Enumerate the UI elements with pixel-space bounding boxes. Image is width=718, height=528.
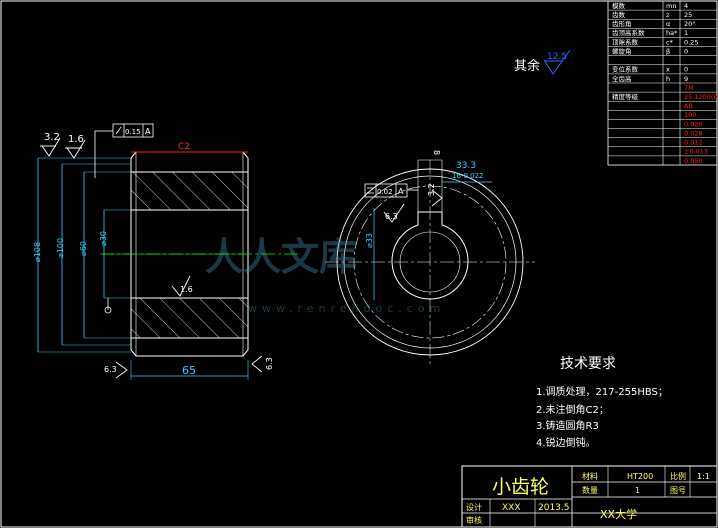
- dia-root-label: ⌀100: [56, 238, 65, 258]
- roughness-3-2-left: 3.2: [40, 132, 61, 157]
- dia-outer-label: ⌀108: [33, 242, 42, 262]
- keyway-width-label: 8: [432, 150, 441, 155]
- param-row-value: 9: [684, 75, 688, 83]
- scale-label: 比例: [670, 471, 686, 481]
- designer-value: XXX: [502, 503, 521, 513]
- svg-text:1.6: 1.6: [180, 285, 193, 294]
- param-row-label: 螺旋角: [612, 46, 632, 55]
- roughness-face-left: 6.3: [104, 361, 128, 379]
- param-row-label: 变位系数: [612, 65, 639, 74]
- param-row-label: 齿顶高系数: [612, 28, 645, 37]
- other-roughness-note: 其余 12.5: [514, 49, 571, 75]
- param-row-value: 0.012: [684, 139, 703, 147]
- tech-req-item-3: 3.铸造圆角R3: [536, 419, 599, 432]
- tech-req-item-2: 2.未注倒角C2；: [536, 403, 609, 416]
- tech-req-item-1: 1.调质处理，217-255HBS；: [536, 386, 668, 398]
- param-row-value: 0.020: [684, 120, 703, 128]
- keyway-depth-label: 33.3: [456, 161, 476, 171]
- param-row-value: 25: [684, 11, 692, 19]
- gear-section-view: C2 ⌀108 ⌀100 ⌀60 ⌀30 65 3.2: [33, 123, 300, 380]
- roughness-bore: 1.6: [171, 275, 193, 297]
- param-row-symbol: c*: [666, 38, 674, 46]
- param-row-value: 25.1200(0.001): [684, 93, 718, 101]
- param-row-value: 7M: [684, 84, 694, 92]
- chamfer-label: C2: [178, 142, 190, 152]
- param-row-label: 齿数: [612, 10, 626, 19]
- param-row-value: 0: [684, 66, 688, 74]
- svg-text:3.2: 3.2: [427, 183, 436, 196]
- param-row-symbol: ha*: [666, 29, 678, 37]
- checker-label: 审核: [466, 515, 482, 525]
- keyway-tolerance-label: 16-0.022: [452, 172, 483, 180]
- other-roughness-label: 其余: [514, 58, 540, 74]
- roughness-key-bottom: 6.3: [383, 203, 405, 223]
- runout-tolerance-frame: 0.15 A: [94, 123, 154, 178]
- qty-label: 数量: [582, 485, 598, 495]
- svg-text:0.15: 0.15: [125, 128, 141, 136]
- gear-front-view: 8 33.3 16-0.022 0.02 A 3.2 6.3 ⌀33: [325, 150, 535, 365]
- param-row-symbol: x: [666, 66, 670, 74]
- param-row-label: 齿形角: [612, 19, 632, 28]
- design-date: 2013.5: [538, 503, 570, 513]
- dia-bore-label: ⌀30: [99, 231, 108, 246]
- designer-label: 设计: [466, 502, 482, 512]
- title-block: 小齿轮 材料 HT200 比例 1:1 数量 1 图号 设计 XXX 2013.…: [461, 465, 718, 528]
- roughness-key-side: 3.2: [427, 183, 443, 207]
- param-row-symbol: β: [666, 47, 670, 55]
- gear-parameter-table: 模数 mn 4 齿数 z 25 齿形角 α 20° 齿顶高系数 ha* 1 顶隙系数 c* 0.25 螺旋角 β…: [607, 0, 718, 166]
- param-row-value: AB: [684, 102, 693, 110]
- svg-text:A: A: [145, 127, 151, 136]
- roughness-face-right: 6.3: [251, 355, 274, 373]
- drawing-no-label: 图号: [670, 486, 686, 495]
- watermark: 人人文库 www.renrendoc.com: [205, 235, 445, 315]
- param-row-value: 0.028: [684, 129, 703, 137]
- width-label: 65: [182, 364, 196, 377]
- param-row-symbol: mn: [666, 2, 676, 10]
- watermark-text: 人人文库: [205, 235, 357, 279]
- param-row-value: 20°: [684, 20, 696, 28]
- parallelism-tolerance-frame: 0.02 A: [364, 183, 418, 198]
- param-row-label: 全齿高: [612, 74, 632, 83]
- material-label: 材料: [582, 471, 598, 481]
- svg-text:6.3: 6.3: [385, 212, 398, 221]
- tech-req-item-4: 4.锐边倒钝。: [536, 436, 596, 449]
- school-name: XX大学: [600, 507, 637, 521]
- svg-text:A: A: [398, 187, 404, 196]
- param-row-value: 1: [684, 29, 688, 37]
- qty-value: 1: [635, 486, 640, 495]
- param-row-symbol: z: [666, 11, 670, 19]
- bore-dia-label: ⌀33: [365, 233, 374, 248]
- param-row-value: 100: [684, 111, 696, 119]
- watermark-url: www.renrendoc.com: [248, 302, 445, 315]
- svg-text:1.6: 1.6: [68, 134, 84, 145]
- technical-requirements: 技术要求 1.调质处理，217-255HBS； 2.未注倒角C2； 3.铸造圆角…: [536, 356, 668, 449]
- param-row-symbol: α: [666, 20, 670, 28]
- scale-value: 1:1: [697, 472, 710, 481]
- roughness-1-6-top: 1.6: [65, 134, 86, 159]
- param-row-value: 0.050: [684, 157, 703, 165]
- tech-req-title: 技术要求: [560, 356, 616, 372]
- material-value: HT200: [627, 472, 653, 481]
- param-row-label: 顶隙系数: [612, 37, 639, 46]
- dia-hub-label: ⌀60: [79, 241, 88, 256]
- param-row-label: 精度等级: [612, 92, 639, 101]
- part-name: 小齿轮: [492, 476, 549, 498]
- param-row-value: 0: [684, 47, 688, 55]
- param-row-value: ±0.013: [684, 148, 708, 156]
- other-roughness-value: 12.5: [547, 52, 567, 62]
- svg-text:0.02: 0.02: [377, 188, 393, 196]
- svg-text:3.2: 3.2: [44, 132, 60, 143]
- param-row-value: 0.25: [684, 38, 698, 46]
- svg-text:6.3: 6.3: [265, 357, 274, 370]
- param-row-value: 4: [684, 2, 688, 10]
- param-row-symbol: h: [666, 75, 670, 83]
- svg-text:6.3: 6.3: [104, 365, 117, 374]
- param-row-label: 模数: [612, 1, 626, 10]
